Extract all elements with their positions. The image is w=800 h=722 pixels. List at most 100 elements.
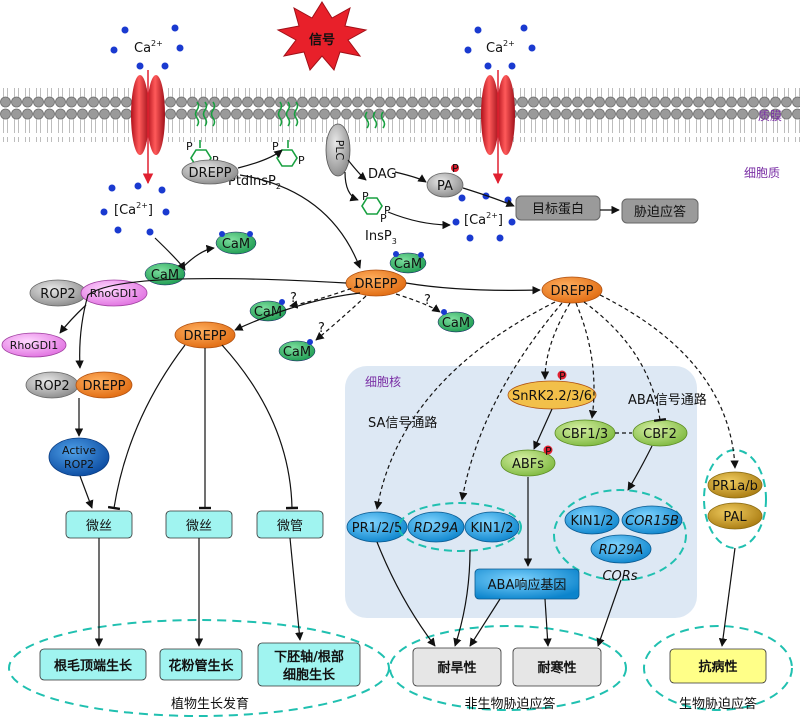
extracellular-calcium-right bbox=[464, 24, 536, 70]
stress-response-label: 胁迫应答 bbox=[634, 204, 686, 220]
microtubule-label: 微管 bbox=[277, 519, 303, 534]
cam-label-4: CaM bbox=[254, 305, 282, 320]
question-mark-3: ? bbox=[424, 293, 431, 308]
rop2-label-2: ROP2 bbox=[34, 379, 69, 394]
cam-node-1 bbox=[215, 231, 257, 255]
plc-enzyme bbox=[325, 123, 351, 177]
aba-pathway-label: ABA信号通路 bbox=[628, 392, 707, 408]
drepp-rop2-node bbox=[75, 371, 133, 399]
pa-node bbox=[426, 172, 464, 198]
pal-node bbox=[707, 502, 763, 530]
plasma-membrane-label: 质膜 bbox=[758, 109, 782, 123]
cam-node-6 bbox=[437, 311, 475, 333]
root-hair-label: 根毛顶端生长 bbox=[54, 658, 133, 674]
pr-pal-group bbox=[703, 449, 767, 549]
cytosolic-calcium-right bbox=[452, 192, 516, 242]
stress-response-box bbox=[621, 198, 699, 224]
rd29a-label-1: RD29A bbox=[414, 521, 458, 536]
rhogdi1-label-1: RhoGDI1 bbox=[90, 287, 139, 300]
aba-genes-box bbox=[474, 568, 580, 600]
disease-resistance-label: 抗病性 bbox=[698, 659, 737, 675]
biotic-label: 生物胁迫应答 bbox=[679, 696, 757, 712]
ptdinsp2-lipids-icon bbox=[190, 101, 386, 215]
rhogdi1-label-2: RhoGDI1 bbox=[10, 339, 59, 352]
svg-text:P: P bbox=[272, 140, 279, 153]
sa-pathway-label: SA信号通路 bbox=[368, 415, 437, 431]
svg-text:P: P bbox=[186, 140, 193, 153]
active-label: Active bbox=[62, 444, 96, 457]
svg-text:P: P bbox=[384, 204, 391, 217]
question-mark-1: ? bbox=[290, 291, 297, 306]
cors-group bbox=[553, 489, 687, 581]
cors-label: CORs bbox=[602, 569, 637, 584]
abfs-label: ABFs bbox=[512, 457, 544, 472]
kin12-node-1 bbox=[464, 511, 520, 543]
signal-label: 信号 bbox=[309, 32, 335, 48]
ca-concentration-right: [Ca2+] bbox=[464, 211, 503, 228]
cam-label-6: CaM bbox=[442, 316, 470, 331]
drought-box bbox=[412, 647, 502, 687]
abiotic-stress-group bbox=[389, 625, 627, 711]
pr125-label: PR1/2/5 bbox=[352, 521, 402, 536]
aba-genes-label: ABA响应基因 bbox=[488, 577, 567, 593]
cam-node-5 bbox=[278, 340, 316, 362]
cold-box bbox=[512, 647, 602, 687]
cytosolic-calcium-left bbox=[100, 182, 170, 236]
cam-label-3: CaM bbox=[394, 257, 422, 272]
target-protein-label: 目标蛋白 bbox=[532, 201, 584, 217]
plant-growth-group bbox=[8, 619, 390, 717]
drepp-rop2-label: DREPP bbox=[83, 379, 126, 394]
drepp-nuclear-label: DREPP bbox=[551, 284, 594, 299]
plasma-membrane bbox=[0, 88, 800, 142]
ca2-label-right: Ca2+ bbox=[486, 39, 515, 56]
rd29a-node-2 bbox=[590, 534, 652, 564]
pa-phosphate-icon bbox=[451, 164, 459, 172]
extracellular-calcium-left bbox=[110, 24, 184, 70]
kin12-label-2: KIN1/2 bbox=[570, 514, 613, 529]
rop2-label-1: ROP2 bbox=[40, 287, 75, 302]
cam-node-4 bbox=[249, 300, 287, 322]
snrk-label: SnRK2.2/3/6 bbox=[512, 389, 592, 404]
snrk-phosphate-icon bbox=[557, 370, 567, 380]
hypocotyl-box bbox=[257, 642, 361, 687]
active-rop2-node bbox=[48, 437, 110, 477]
rd29a-label-2: RD29A bbox=[599, 543, 643, 558]
svg-text:P: P bbox=[298, 154, 305, 167]
plc-label: PLC bbox=[333, 140, 346, 161]
nucleus-label: 细胞核 bbox=[365, 375, 401, 389]
pathway-arrows bbox=[59, 149, 736, 647]
snrk-phosphate-label: P bbox=[559, 370, 566, 383]
disease-resistance-box bbox=[669, 648, 767, 684]
signal-star-icon bbox=[276, 1, 368, 71]
rhogdi1-node-1 bbox=[80, 279, 148, 307]
calcium-channel-right bbox=[481, 70, 515, 185]
cor15b-label: COR15B bbox=[625, 514, 679, 529]
drepp-central-label: DREPP bbox=[355, 277, 398, 292]
rhogdi1-node-2 bbox=[1, 332, 67, 358]
cbf2-label: CBF2 bbox=[643, 427, 677, 442]
drepp-membrane-label: DREPP bbox=[189, 166, 232, 181]
svg-text:P: P bbox=[380, 212, 387, 225]
dashed-arrows bbox=[289, 285, 739, 510]
pa-phosphate-label: P bbox=[452, 162, 459, 175]
cam-label-5: CaM bbox=[283, 345, 311, 360]
active-rop2-label: ROP2 bbox=[64, 458, 94, 471]
cam-node-3 bbox=[389, 252, 427, 274]
cbf13-label: CBF1/3 bbox=[562, 427, 608, 442]
root-hair-box bbox=[39, 648, 147, 681]
drepp-nuclear-node bbox=[541, 276, 603, 304]
cold-label: 耐寒性 bbox=[537, 660, 576, 676]
drought-label: 耐旱性 bbox=[437, 660, 476, 676]
dag-label: DAG bbox=[368, 167, 397, 182]
pr1ab-node bbox=[707, 471, 763, 499]
microfilament-label-2: 微丝 bbox=[186, 519, 212, 534]
ptdinsp2-label: PtdInsP2 bbox=[228, 174, 281, 191]
abfs-node bbox=[500, 449, 556, 477]
drepp-membrane-node bbox=[181, 159, 239, 185]
microfilament-label-1: 微丝 bbox=[86, 519, 112, 534]
pa-label: PA bbox=[437, 179, 453, 194]
rd29a-node-1 bbox=[407, 511, 465, 543]
pr1ab-label: PR1a/b bbox=[712, 479, 758, 494]
insp3-label: InsP3 bbox=[365, 229, 397, 246]
